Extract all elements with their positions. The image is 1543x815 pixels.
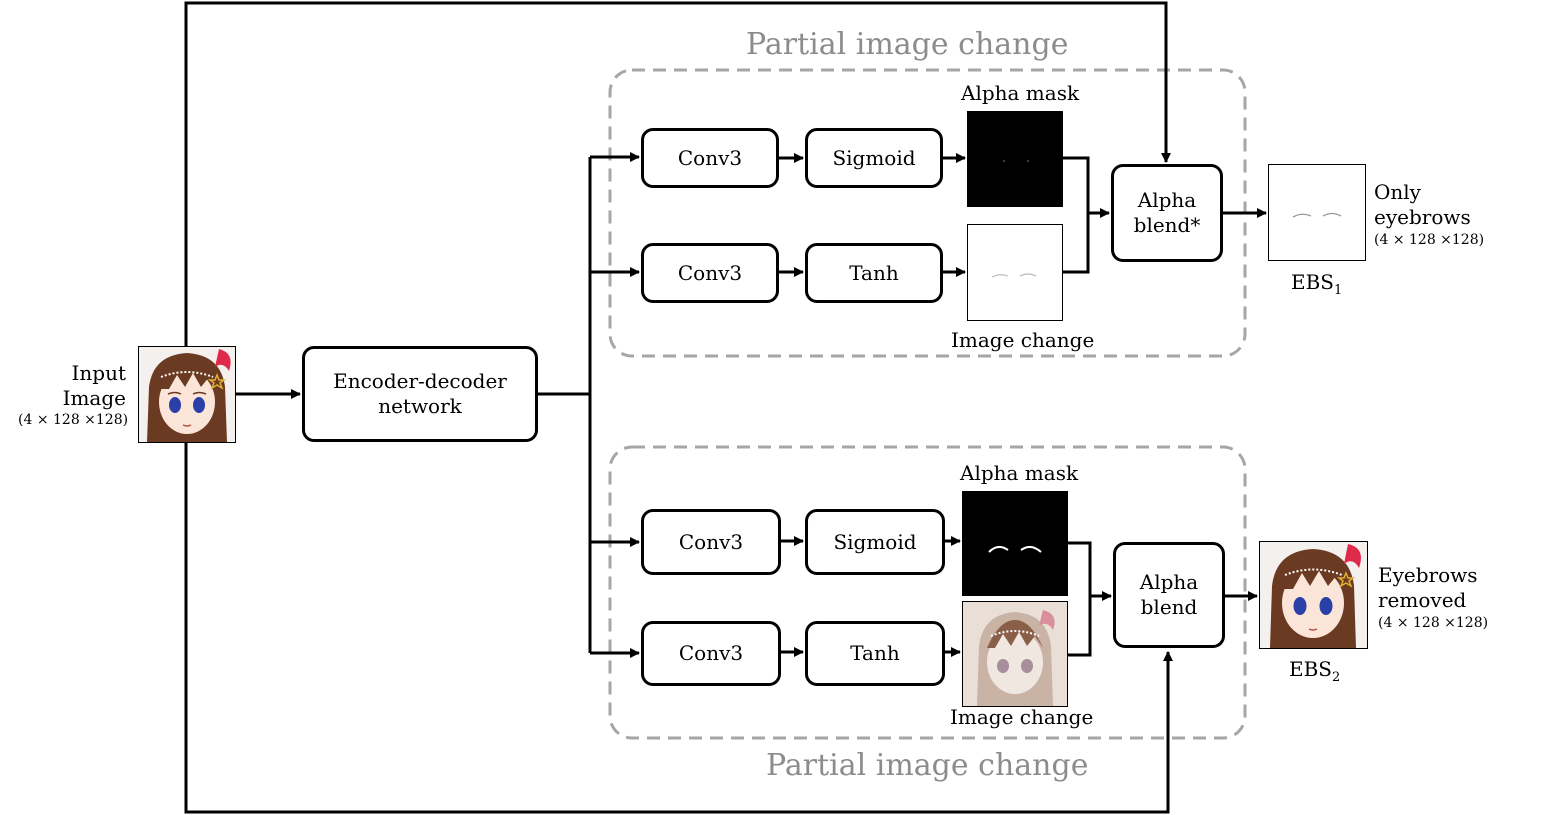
ebs1-description: Only eyebrows xyxy=(1374,180,1471,230)
eyebrow-only-icon xyxy=(1292,212,1342,218)
ebs2-desc-line1: Eyebrows xyxy=(1378,563,1478,587)
encoder-decoder-box: Encoder-decoder network xyxy=(302,346,538,442)
faded-face-icon xyxy=(963,602,1067,706)
bottom-image-change-label: Image change xyxy=(950,705,1094,729)
top-group-title: Partial image change xyxy=(746,27,1069,62)
mask-to-blend-top xyxy=(1063,156,1090,274)
mask-dots-icon xyxy=(1003,160,1029,162)
ebs1-label: EBS1 xyxy=(1291,270,1342,303)
ebs1-desc-line1: Only xyxy=(1374,180,1421,204)
input-label-line2: Image xyxy=(62,386,126,410)
bottom-group-border xyxy=(608,445,1247,740)
anime-face-no-eyebrows-icon xyxy=(1270,544,1361,648)
bottom-conv3-b: Conv3 xyxy=(641,621,781,686)
bottom-alpha-mask-label: Alpha mask xyxy=(960,461,1079,485)
skip-connection-bottom xyxy=(184,443,1173,814)
ebs2-output-image xyxy=(1259,541,1368,649)
bottom-image-change-image xyxy=(962,601,1068,707)
top-alpha-mask-label: Alpha mask xyxy=(961,81,1080,105)
skip-connection-top xyxy=(184,1,1171,346)
ebs2-name: EBS xyxy=(1289,657,1332,681)
ebs1-dims: (4 × 128 ×128) xyxy=(1374,232,1485,248)
bottom-alpha-blend-box: Alpha blend xyxy=(1113,542,1225,648)
top-blend-line2: blend* xyxy=(1133,213,1201,237)
eyebrow-strokes-icon xyxy=(991,273,1037,278)
ebs1-name: EBS xyxy=(1291,270,1334,294)
ebs2-dims: (4 × 128 ×128) xyxy=(1378,615,1489,631)
bottom-sigmoid: Sigmoid xyxy=(805,509,945,575)
ebs2-subscript: 2 xyxy=(1332,670,1341,685)
input-dims: (4 × 128 ×128) xyxy=(18,412,129,428)
top-conv3-b: Conv3 xyxy=(641,243,779,303)
ebs2-label: EBS2 xyxy=(1289,657,1340,690)
ebs1-subscript: 1 xyxy=(1334,283,1343,298)
top-image-change-image xyxy=(967,224,1063,321)
input-image-label: Input Image xyxy=(50,361,126,411)
bottom-blend-line2: blend xyxy=(1140,595,1198,619)
encoder-label-line1: Encoder-decoder xyxy=(333,369,507,393)
top-sigmoid: Sigmoid xyxy=(805,128,943,188)
bottom-group-title: Partial image change xyxy=(766,748,1089,783)
bottom-blend-line1: Alpha xyxy=(1139,570,1199,594)
mask-to-blend-bottom xyxy=(1068,541,1092,657)
eyebrow-mask-icon xyxy=(988,546,1042,553)
input-label-line1: Input xyxy=(71,361,126,385)
ebs2-desc-line2: removed xyxy=(1378,588,1467,612)
top-tanh: Tanh xyxy=(805,243,943,303)
ebs1-desc-line2: eyebrows xyxy=(1374,205,1471,229)
input-image-thumbnail xyxy=(138,346,236,443)
encoder-label-line2: network xyxy=(378,394,462,418)
top-image-change-label: Image change xyxy=(951,328,1095,352)
top-conv3-a: Conv3 xyxy=(641,128,779,188)
anime-face-icon xyxy=(147,349,231,442)
top-alpha-mask-image xyxy=(967,111,1063,207)
top-blend-line1: Alpha xyxy=(1137,188,1197,212)
ebs1-output-image xyxy=(1268,164,1366,261)
bottom-conv3-a: Conv3 xyxy=(641,509,781,575)
top-alpha-blend-box: Alpha blend* xyxy=(1111,164,1223,262)
ebs2-description: Eyebrows removed xyxy=(1378,563,1478,613)
bottom-alpha-mask-image xyxy=(962,491,1068,596)
bottom-tanh: Tanh xyxy=(805,621,945,686)
